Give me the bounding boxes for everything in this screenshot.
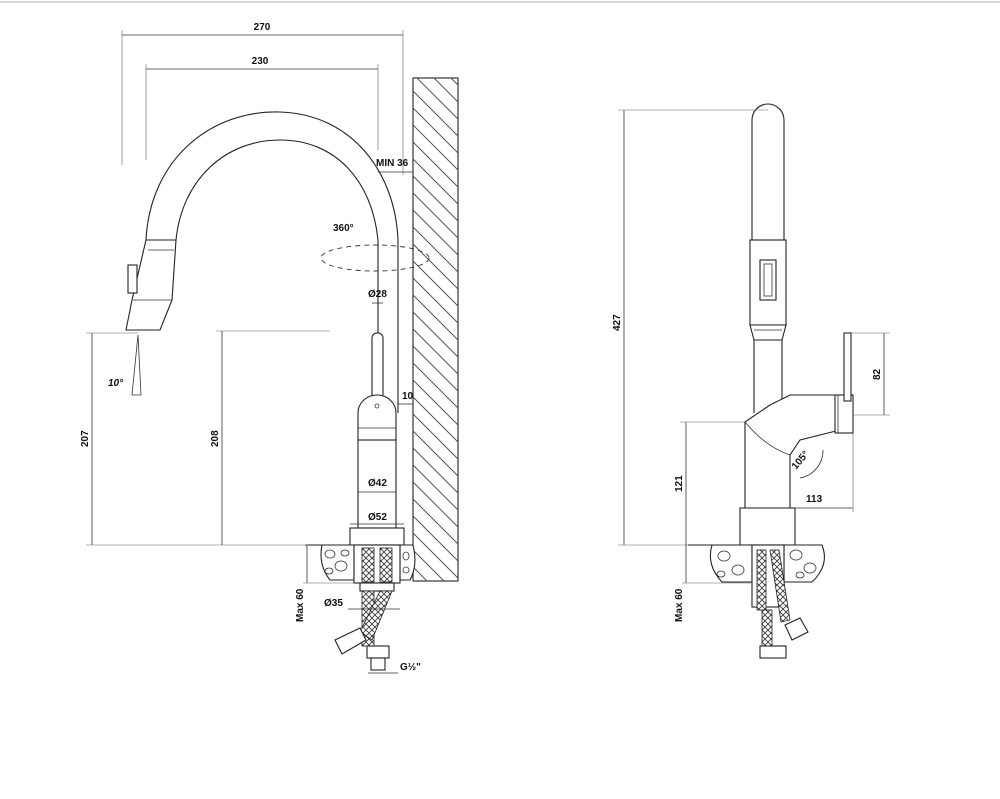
wall-hatch-line — [413, 260, 458, 307]
wall-hatch-line — [413, 447, 458, 494]
dim-lever-reach: 113 — [806, 494, 823, 505]
faucet-body — [357, 439, 397, 529]
wall-hatch-line — [413, 532, 458, 579]
wall-hatch-line — [413, 379, 458, 426]
dim-rotation: 360° — [333, 223, 354, 234]
dim-width-total: 270 — [254, 22, 271, 33]
hose-right — [379, 547, 393, 583]
wall-hatch-line — [413, 464, 458, 511]
front-spray-button — [759, 259, 777, 301]
dim-height-spout: 207 — [80, 430, 91, 447]
spout-column — [751, 103, 785, 241]
wall-hatch-line — [413, 396, 458, 443]
wall-hatch-line — [413, 584, 458, 629]
wall-hatch-line — [413, 413, 458, 460]
mounting-nut — [353, 544, 401, 584]
dim-lever-angle: 105° — [790, 449, 812, 472]
dim-front-max-thickness: Max 60 — [674, 588, 685, 622]
hose-fitting-left — [334, 627, 367, 655]
counter-section — [320, 544, 416, 581]
wall-hatch-line — [413, 618, 458, 663]
front-lever-handle — [843, 332, 852, 402]
base-flange — [349, 527, 405, 546]
side-view: 270 230 MIN 36 360° Ø28 10 Ø42 Ø52 207 2… — [80, 22, 459, 680]
dim-thread: G½" — [400, 662, 421, 673]
wall-hatch-line — [413, 328, 458, 375]
wall-hatch-line — [433, 78, 458, 103]
dim-height-total: 427 — [612, 314, 623, 331]
spray-button — [127, 264, 138, 294]
wall-hatch-line — [413, 345, 458, 392]
rotation-ellipse — [320, 244, 430, 272]
wall-hatch-line — [413, 481, 458, 528]
dim-diameter-flange: Ø52 — [368, 512, 387, 523]
wall-hatch-line — [413, 362, 458, 409]
wall-hatch-line — [413, 498, 458, 545]
dim-diameter-shank: Ø35 — [324, 598, 343, 609]
wall-hatch-line — [413, 141, 458, 188]
wall-hatch-line — [413, 124, 458, 171]
wall-hatch-line — [413, 277, 458, 324]
dim-width-spout: 230 — [252, 56, 269, 67]
wall-hatch-line — [413, 90, 458, 137]
spray-cone — [131, 334, 142, 396]
dim-lever-height: 82 — [872, 368, 883, 380]
wall-hatch-line — [413, 635, 458, 680]
wall-hatch-line — [413, 243, 458, 290]
wall-hatch-line — [413, 209, 458, 256]
dim-wall-offset: 10 — [402, 391, 414, 402]
spray-head — [125, 239, 177, 331]
front-counter-section — [709, 544, 825, 583]
dim-spray-angle: 10° — [108, 378, 124, 389]
wall-hatch-line — [413, 192, 458, 239]
lever-cartridge — [357, 394, 397, 447]
front-hose-fitting — [759, 645, 787, 659]
dim-height-body: 208 — [210, 430, 221, 447]
dim-min-wall: MIN 36 — [376, 158, 409, 169]
wall-hatch-line — [413, 566, 428, 581]
spout-inner — [175, 139, 379, 241]
wall-hatch-line — [413, 294, 458, 341]
front-view: 105° 427 82 — [612, 103, 890, 659]
front-body — [744, 394, 841, 509]
wall-hatch-line — [416, 78, 458, 120]
dim-diameter-body: Ø28 — [368, 289, 387, 300]
wall-hatch-line — [413, 226, 458, 273]
wall — [412, 77, 459, 680]
wall-hatch-line — [413, 515, 458, 562]
front-base-flange — [739, 507, 796, 546]
wall-hatch-line — [413, 601, 458, 646]
wall-hatch-line — [413, 311, 458, 358]
wall-hatch-line — [413, 175, 458, 222]
wall-hatch-line — [413, 158, 458, 205]
wall-hatch-line — [413, 549, 445, 581]
dim-body-height: 121 — [674, 475, 685, 492]
wall-hatch-line — [413, 430, 458, 477]
spout-outer — [145, 111, 399, 241]
hose-left — [361, 547, 375, 583]
hose-fitting-right — [366, 645, 390, 659]
dim-max-thickness: Max 60 — [295, 588, 306, 622]
wall-hatch-line — [413, 107, 458, 154]
dim-diameter-base: Ø42 — [368, 478, 387, 489]
